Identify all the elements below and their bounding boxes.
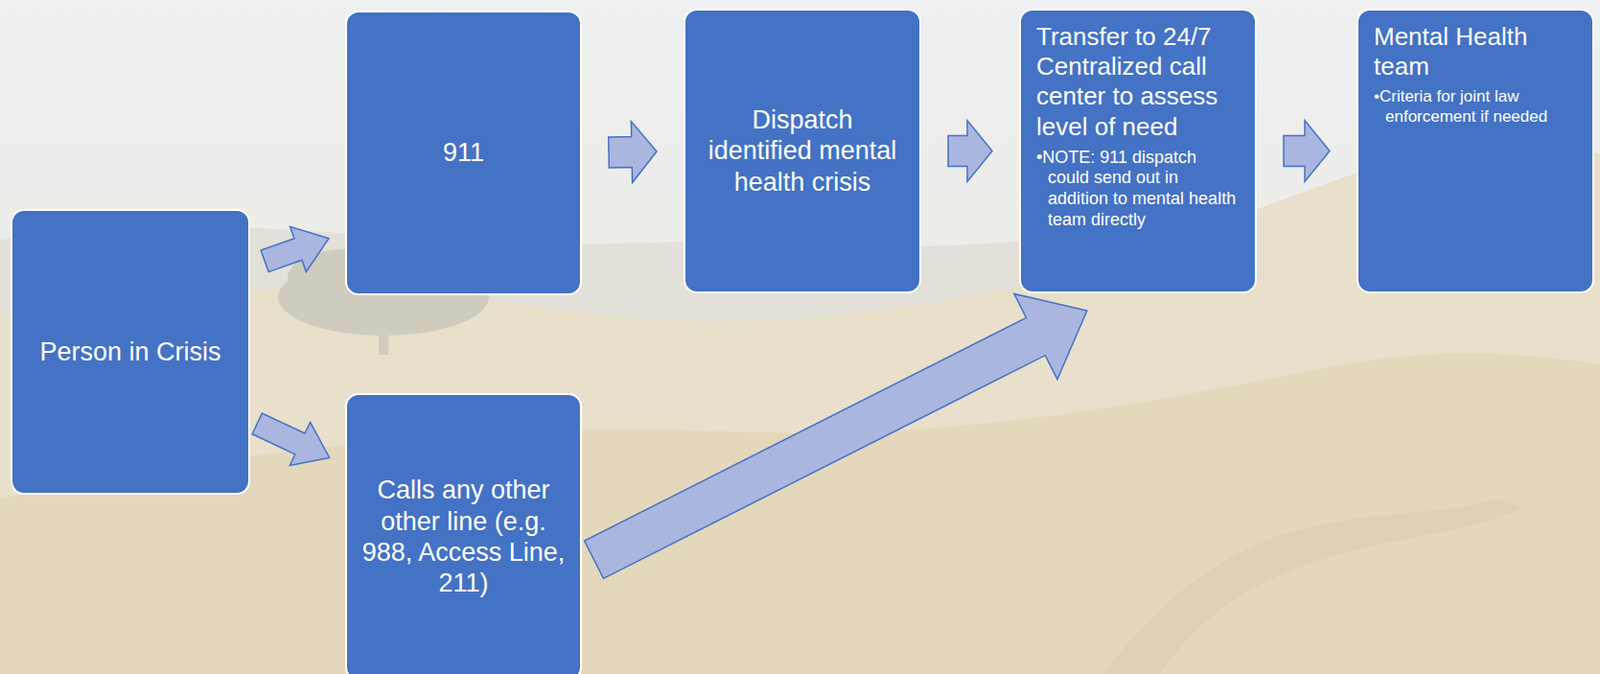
path-track <box>1102 498 1525 674</box>
process-box: Transfer to 24/7 Centralized call center… <box>1019 8 1257 294</box>
block-arrow <box>1283 120 1330 183</box>
block-arrow <box>584 293 1088 579</box>
box-label: Dispatch identified mental health crisis <box>698 104 906 198</box>
box-note: •Criteria for joint law enforcement if n… <box>1373 87 1579 127</box>
process-box: Mental Health team •Criteria for joint la… <box>1356 8 1595 294</box>
block-arrow <box>252 413 330 465</box>
entry-box: Calls any other other line (e.g. 988, Ac… <box>345 393 582 674</box>
box-note: •NOTE: 911 dispatch could send out in ad… <box>1036 147 1242 231</box>
block-arrow <box>608 121 657 184</box>
box-label: Mental Health team <box>1373 22 1579 82</box>
box-label: 911 <box>442 137 485 168</box>
box-label: Transfer to 24/7 Centralized call center… <box>1036 22 1242 142</box>
process-box: Dispatch identified mental health crisis <box>683 8 922 294</box>
entry-box: 911 <box>345 10 582 296</box>
person-box: Person in Crisis <box>10 208 251 495</box>
block-arrow <box>260 226 329 272</box>
box-label: Person in Crisis <box>39 336 221 368</box>
box-label: Calls any other other line (e.g. 988, Ac… <box>360 474 567 600</box>
block-arrow <box>948 120 993 183</box>
